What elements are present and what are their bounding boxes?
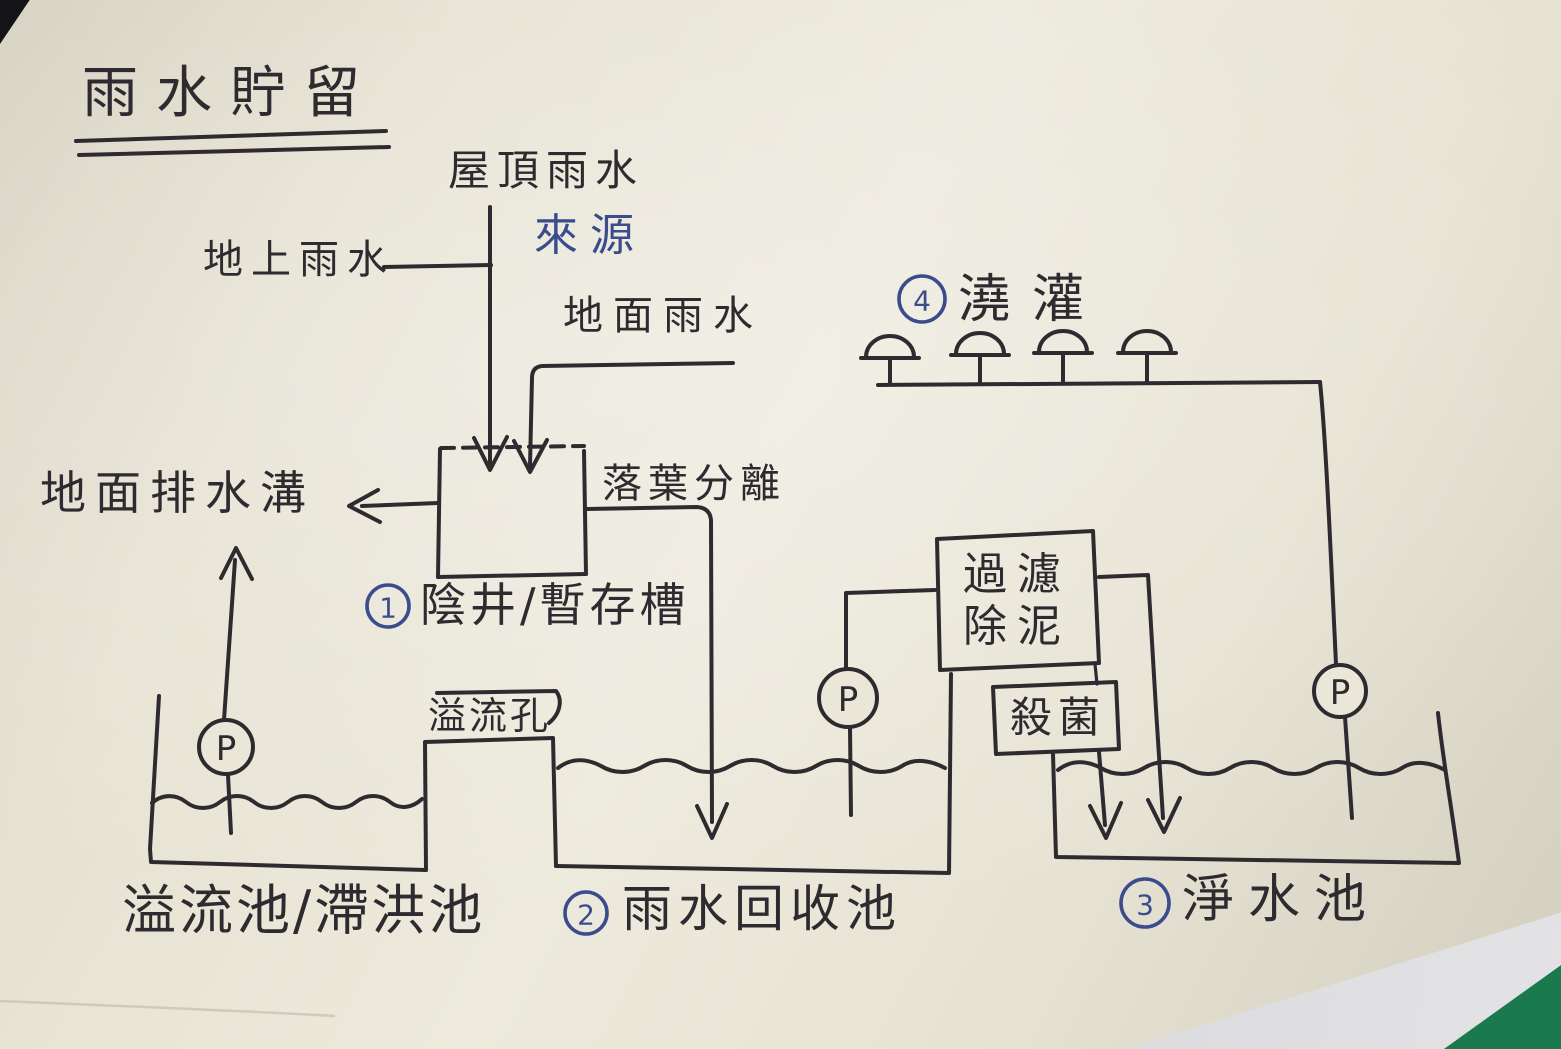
step-number-1: 1 (365, 583, 411, 629)
clean-pool-walls (1051, 711, 1461, 865)
overflow-pool-walls (148, 694, 428, 872)
tank-box (436, 444, 588, 579)
clean-pool-pump: P (1312, 663, 1368, 820)
paper-crease (0, 999, 336, 1018)
overflow-pool-pump: P (197, 546, 255, 835)
step-number-3: 3 (1119, 877, 1171, 929)
filter-output-pipe (1097, 573, 1182, 834)
sterilize-box-outline (991, 662, 1123, 840)
pump-icon: P (838, 680, 859, 720)
clean-pool-label: 淨水池 (1182, 870, 1381, 930)
page-title: 雨水貯留 (82, 61, 378, 126)
filter-box-outline (935, 529, 1101, 672)
svg-text:3: 3 (1136, 889, 1154, 922)
roof-rainwater-label: 屋頂雨水 (448, 146, 645, 195)
source-pipes (382, 205, 735, 474)
title-underline (74, 129, 391, 157)
source-label: 來源 (534, 210, 646, 261)
svg-text:1: 1 (379, 592, 397, 625)
irrigation-pipe (859, 329, 1338, 666)
filter-box-line1: 過濾 (963, 549, 1071, 600)
svg-text:2: 2 (577, 899, 595, 932)
drain-arrow (347, 488, 440, 524)
sterilize-box-label: 殺菌 (1010, 693, 1107, 742)
recycle-pool-label: 雨水回收池 (622, 880, 902, 938)
filter-box: 過濾 除泥 (935, 533, 1099, 669)
pump-icon: P (1330, 673, 1351, 713)
ground-rainwater-label: 地上雨水 (203, 237, 395, 283)
irrigation-label: 澆灌 (958, 270, 1107, 330)
recycle-pool-pump: P (817, 588, 937, 817)
pump-icon: P (216, 729, 237, 769)
filter-box-line2: 除泥 (963, 601, 1071, 652)
leaf-separation-pipe (584, 505, 729, 840)
surface-rainwater-label: 地面雨水 (563, 293, 763, 339)
recycle-pool-walls (554, 672, 953, 875)
leaf-separation-label: 落葉分離 (602, 461, 786, 507)
surface-drain-label: 地面排水溝 (40, 466, 315, 520)
overflow-hole-label: 溢流孔 (428, 694, 552, 738)
overflow-pool-label: 溢流池/滯洪池 (122, 879, 486, 942)
svg-text:4: 4 (913, 285, 931, 318)
overflow-weir (423, 689, 562, 872)
step-number-4: 4 (897, 274, 947, 324)
tank-label: 陰井/暫存槽 (420, 578, 690, 632)
step-number-2: 2 (563, 890, 609, 936)
